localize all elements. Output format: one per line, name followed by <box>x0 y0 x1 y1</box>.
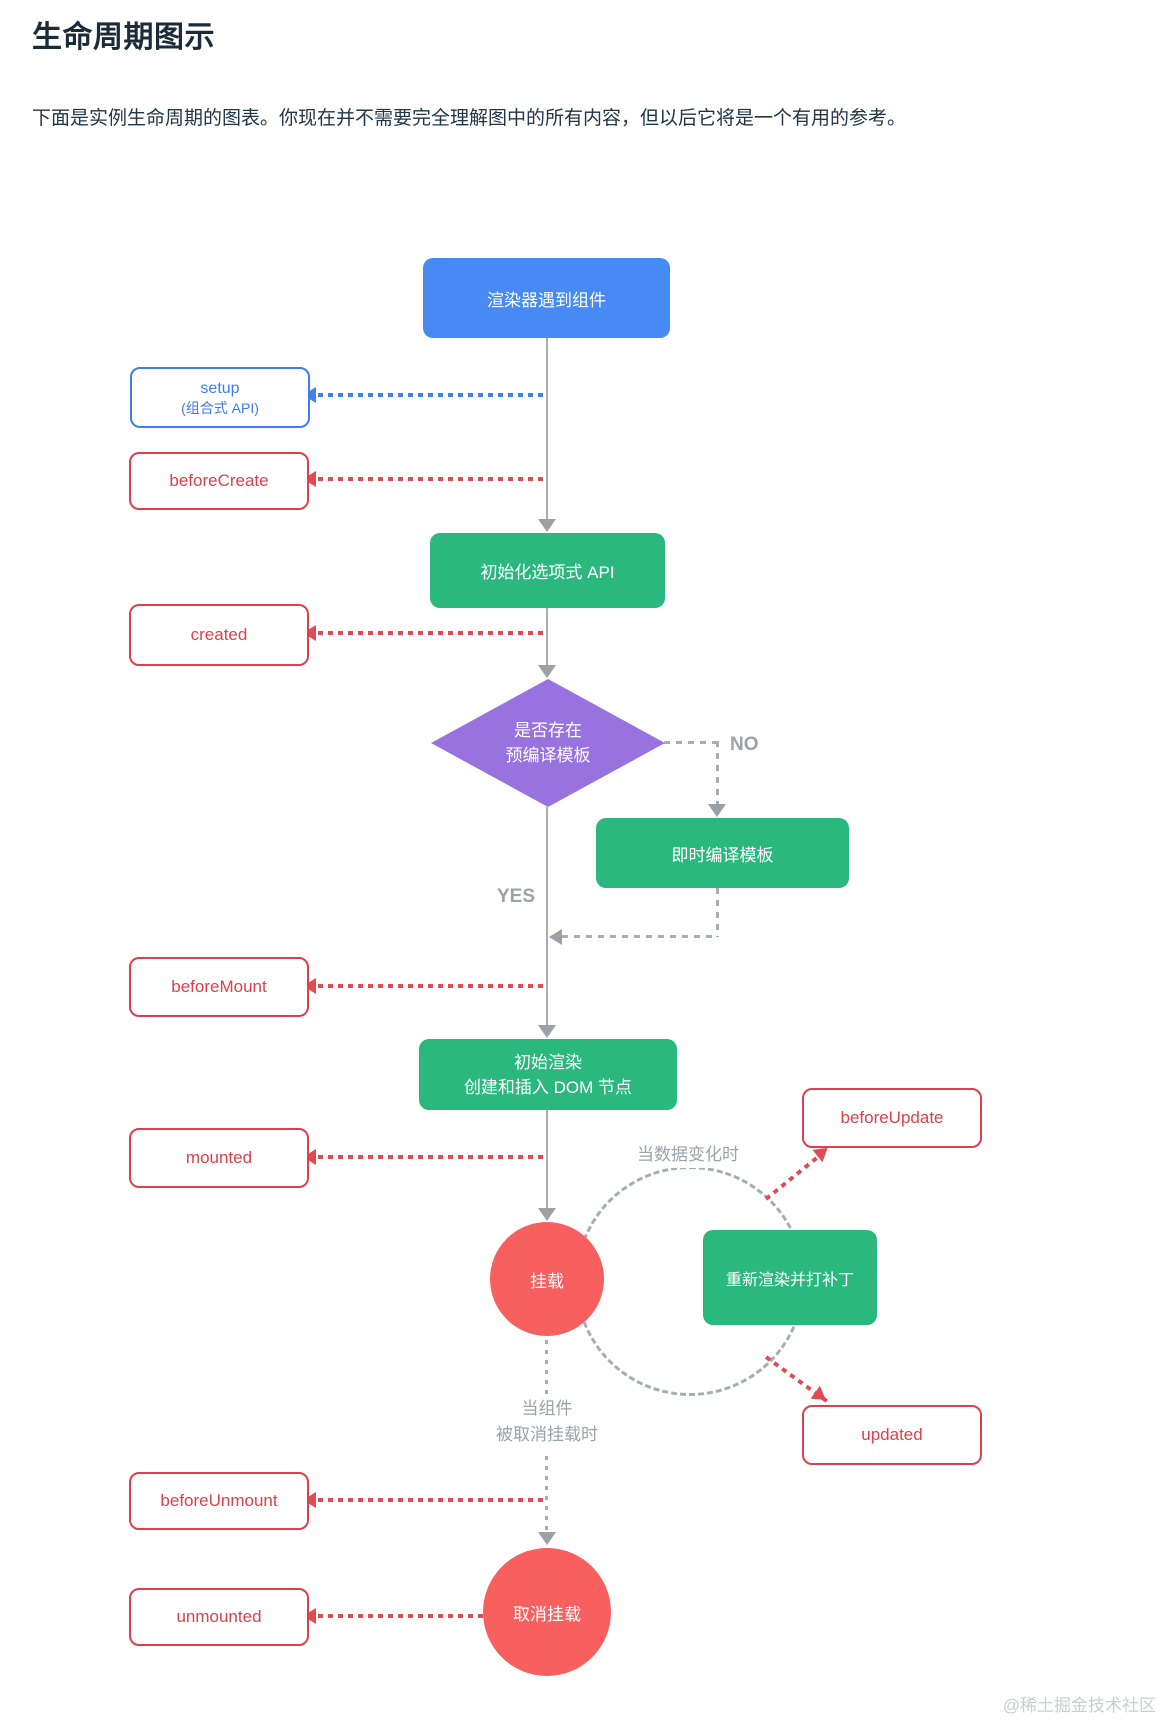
node-beforeunmount-hook: beforeUnmount <box>129 1472 309 1530</box>
node-init-options-api: 初始化选项式 API <box>430 533 665 608</box>
edge-label-yes: YES <box>496 886 535 907</box>
arrowhead-down-icon <box>708 804 726 817</box>
created-connector <box>318 631 546 635</box>
arrowhead-left-icon <box>549 929 562 945</box>
node-beforeupdate-hook: beforeUpdate <box>802 1088 982 1148</box>
unmount-line <box>545 1340 548 1396</box>
arrowhead-down-icon <box>538 1532 556 1545</box>
edge-label-when-data-changes: 当数据变化时 <box>600 1142 776 1168</box>
setup-connector <box>318 393 546 397</box>
compile-return-line <box>716 888 719 937</box>
no-branch-line <box>716 741 719 804</box>
no-branch-line <box>664 741 718 744</box>
arrowhead-down-icon <box>538 519 556 532</box>
node-initial-render: 初始渲染 创建和插入 DOM 节点 <box>419 1039 677 1110</box>
edge-label-no: NO <box>730 734 759 755</box>
node-compile-template-on-the-fly: 即时编译模板 <box>596 818 849 888</box>
node-created-hook: created <box>129 604 309 666</box>
node-rerender-and-patch: 重新渲染并打补丁 <box>703 1230 877 1325</box>
unmounted-connector <box>318 1614 483 1618</box>
state-unmounted-circle: 取消挂载 <box>483 1548 611 1676</box>
beforeunmount-connector <box>318 1498 546 1502</box>
decision-precompiled-template-label: 是否存在 预编译模板 <box>505 721 591 765</box>
node-unmounted-hook: unmounted <box>129 1588 309 1646</box>
node-beforemount-hook: beforeMount <box>129 957 309 1017</box>
unmount-line <box>545 1456 548 1532</box>
flow-line <box>546 338 548 521</box>
arrowhead-down-icon <box>538 665 556 678</box>
mounted-connector <box>318 1155 546 1159</box>
edge-label-when-unmounted: 当组件 被取消挂载时 <box>459 1396 635 1448</box>
node-renderer-encounters-component: 渲染器遇到组件 <box>423 258 670 338</box>
arrowhead-down-icon <box>538 1025 556 1038</box>
state-mounted-circle: 挂载 <box>490 1222 604 1336</box>
beforemount-connector <box>318 984 546 988</box>
arrowhead-down-icon <box>538 1208 556 1221</box>
flow-line <box>546 1110 548 1208</box>
flow-line <box>546 807 548 1025</box>
node-updated-hook: updated <box>802 1405 982 1465</box>
node-mounted-hook: mounted <box>129 1128 309 1188</box>
watermark: @稀土掘金技术社区 <box>1002 1696 1156 1715</box>
beforecreate-connector <box>318 477 546 481</box>
intro-paragraph: 下面是实例生命周期的图表。你现在并不需要完全理解图中的所有内容，但以后它将是一个… <box>32 108 907 129</box>
node-beforecreate-hook: beforeCreate <box>129 452 309 510</box>
flow-line <box>546 608 548 665</box>
page-title: 生命周期图示 <box>32 21 215 54</box>
node-setup-hook: setup (组合式 API) <box>130 367 310 428</box>
compile-return-line <box>562 935 718 938</box>
